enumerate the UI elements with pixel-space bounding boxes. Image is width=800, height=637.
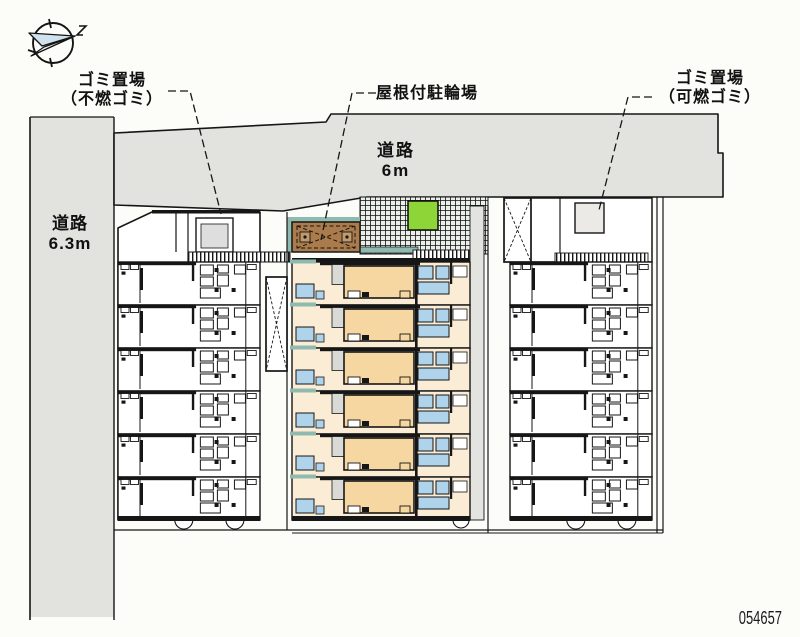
- apartment-units-layer: [117, 259, 653, 530]
- unit-row: [290, 388, 471, 443]
- label-text: ゴミ置場: [77, 72, 146, 89]
- label-text: （不燃ゴミ）: [60, 90, 163, 108]
- label-text: 道路: [377, 141, 415, 160]
- label-bicycle-parking: 屋根付駐輪場: [376, 85, 526, 104]
- unit-row: [117, 304, 261, 358]
- bicycle-parking-shape: [287, 217, 361, 253]
- unit-row: [509, 304, 653, 358]
- building-center-shell: [292, 205, 489, 533]
- label-road-6m: 道路 6m: [350, 141, 442, 181]
- label-text: （可燃ゴミ）: [658, 88, 761, 106]
- leader-lines: [168, 90, 652, 241]
- label-garbage-nonburnable: ゴミ置場 （不燃ゴミ）: [48, 72, 176, 110]
- road-left-shape: [29, 116, 115, 620]
- south-walls: [118, 516, 652, 521]
- label-garbage-burnable: ゴミ置場 （可燃ゴミ）: [645, 70, 775, 108]
- road-top-shape: [113, 113, 724, 212]
- label-road-6-3m: 道路 6.3m: [26, 214, 114, 254]
- stairwell-west: [265, 276, 288, 372]
- label-text: 道路: [52, 214, 88, 233]
- unit-row: [509, 476, 653, 530]
- plan-id-number: 054657: [738, 608, 782, 628]
- label-text: 6.3m: [48, 234, 92, 254]
- garbage-nonburnable-box: [195, 217, 234, 253]
- north-compass-icon: [27, 18, 88, 68]
- unit-row: [509, 347, 653, 401]
- planting-square: [407, 200, 439, 231]
- label-text: 屋根付駐輪場: [376, 85, 479, 102]
- unit-row: [290, 474, 471, 529]
- site-boundary: [114, 529, 663, 534]
- unit-row: [290, 259, 471, 314]
- stairwell-east: [503, 197, 532, 263]
- label-text: 6m: [381, 161, 411, 181]
- unit-row: [117, 390, 261, 444]
- unit-row: [117, 476, 261, 530]
- unit-row: [290, 345, 471, 400]
- label-text: ゴミ置場: [675, 70, 744, 87]
- unit-row: [117, 261, 261, 315]
